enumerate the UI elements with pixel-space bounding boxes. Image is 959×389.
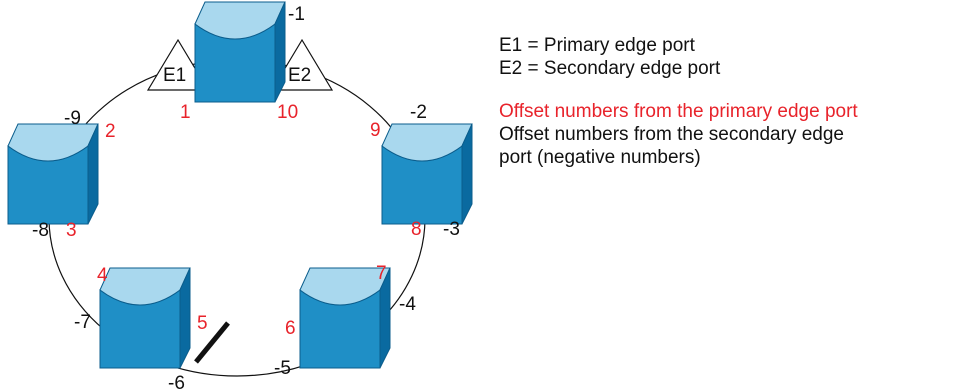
e2-label: E2: [288, 65, 311, 86]
switch-top: [194, 1, 286, 103]
primary-offset-5: 5: [197, 313, 208, 334]
legend-secondary-offsets-line2: port (negative numbers): [499, 147, 701, 168]
legend-primary-offsets: Offset numbers from the primary edge por…: [499, 101, 858, 122]
secondary-offset-5: -5: [274, 358, 291, 379]
link-break-marker: [194, 321, 230, 364]
legend: E1 = Primary edge port E2 = Secondary ed…: [499, 34, 858, 169]
secondary-offset-7: -7: [74, 312, 91, 333]
secondary-offset-9: -9: [64, 108, 81, 129]
primary-offset-9: 9: [370, 120, 381, 141]
primary-offset-2: 2: [105, 121, 116, 142]
primary-offset-1: 1: [180, 102, 191, 123]
secondary-offset-1: -1: [288, 4, 305, 25]
switch-left: [7, 123, 99, 225]
legend-secondary-offsets-line1: Offset numbers from the secondary edge: [499, 124, 844, 145]
e2-triangle: [270, 38, 334, 91]
primary-offset-6: 6: [285, 318, 296, 339]
secondary-offset-8: -8: [32, 220, 49, 241]
secondary-offset-2: -2: [410, 102, 427, 123]
secondary-offset-4: -4: [399, 294, 416, 315]
legend-e2: E2 = Secondary edge port: [499, 58, 721, 79]
primary-offset-10: 10: [277, 102, 298, 123]
primary-offset-3: 3: [66, 220, 77, 241]
secondary-offset-3: -3: [443, 219, 460, 240]
switch-bottom-left: [99, 267, 191, 369]
ring-topology-diagram: E1 E2 1 2 3 4 5 6 7 8 9 10 -1 -2 -3 -4 -…: [7, 1, 473, 389]
primary-offset-4: 4: [97, 265, 108, 286]
secondary-offset-6: -6: [168, 373, 185, 389]
primary-offset-7: 7: [376, 263, 387, 284]
legend-e1: E1 = Primary edge port: [499, 35, 695, 56]
primary-offset-8: 8: [411, 219, 422, 240]
e1-label: E1: [163, 65, 186, 86]
switch-right: [381, 123, 473, 225]
e1-triangle: [146, 38, 210, 91]
